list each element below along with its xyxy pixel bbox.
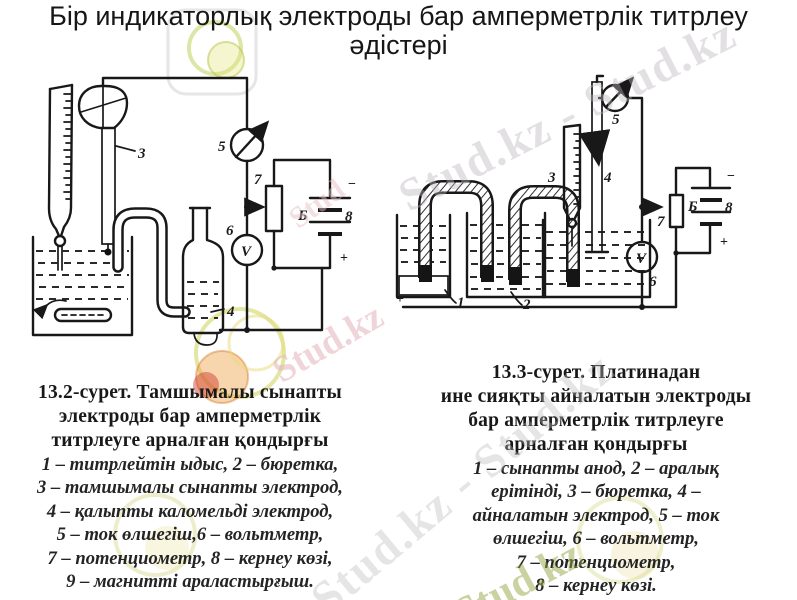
- plus-sign-battery: +: [720, 235, 728, 250]
- figure-13-2-caption-line: 13.2-сурет. Тамшымалы сынапты: [38, 382, 342, 403]
- label-4: 4: [603, 170, 612, 186]
- figure-13-2-legend-line: 1 – титрлейтін ыдыс, 2 – бюретка,: [41, 454, 339, 475]
- current-meter: 5: [218, 120, 270, 163]
- figure-13-2-caption-line: титрлеуге арналған қондырғы: [51, 430, 329, 451]
- plus-sign: +: [340, 251, 348, 266]
- figure-13-2-legend-line: 4 – қалыпты каломельді электрод,: [46, 500, 334, 522]
- dropping-mercury-electrode: 3: [77, 84, 146, 256]
- figure-13-2-legend-line: 3 – тамшымалы сынапты электрод,: [37, 477, 343, 499]
- rotating-electrode: 4: [578, 81, 612, 254]
- voltmeter: V 6: [226, 223, 264, 267]
- figure-13-3-legend-line: 1 – сынапты анод, 2 – аралық: [473, 458, 719, 479]
- page-title-line2: әдістері: [349, 30, 448, 60]
- battery-number: 8: [345, 209, 353, 225]
- label-4: 4: [226, 304, 235, 320]
- figure-13-3-legend-line: ерітінді, 3 – бюретка, 4 –: [491, 481, 701, 503]
- voltmeter-letter: V: [241, 244, 253, 260]
- burette: [47, 83, 74, 271]
- figure-13-2-caption-block: 13.2-сурет. Тамшымалы сынапты электроды …: [0, 381, 380, 593]
- label-3: 3: [547, 170, 556, 186]
- intermediate-vessel: [465, 211, 547, 299]
- figure-13-2-legend-line: 7 – потенциометр, 8 – кернеу көзі,: [47, 547, 333, 569]
- potentiometer: 7: [254, 172, 284, 233]
- label-3: 3: [137, 146, 146, 162]
- label-2: 2: [522, 297, 531, 313]
- minus-sign: −: [348, 177, 356, 192]
- figure-13-3-caption-line: бар амперметрлік титрлеуге: [468, 410, 724, 431]
- figure-13-2-legend-line: 9 – магнитті араластырғыш.: [66, 571, 314, 593]
- current-meter: 5: [600, 76, 635, 128]
- figure-13-2-caption-line: электроды бар амперметрлік: [58, 406, 322, 427]
- magnetic-stirrer: [32, 299, 113, 323]
- label-5: 5: [612, 112, 620, 128]
- figure-13-3-caption-line: ине сияқты айналатын электроды: [440, 386, 752, 407]
- figure-13-3-caption-line: арналған қондырғы: [504, 434, 688, 455]
- battery-number: 8: [725, 200, 733, 216]
- figure-13-2-legend-line: 5 – ток өлшегіш,6 – вольтметр,: [56, 524, 324, 546]
- minus-sign: −: [727, 169, 735, 184]
- voltmeter-letter: V: [636, 251, 648, 267]
- battery-letter: Б: [297, 208, 308, 224]
- battery: Б 8 − +: [687, 169, 735, 250]
- circuit-wiring: [101, 76, 332, 333]
- label-7: 7: [254, 172, 262, 188]
- plus-sign-anode: +: [396, 292, 404, 307]
- label-6: 6: [649, 274, 657, 290]
- burette: 3: [547, 123, 582, 247]
- battery-letter: Б: [687, 199, 698, 215]
- figure-13-3-caption-line: 13.3-сурет. Платинадан: [491, 362, 701, 383]
- figure-13-3-legend-line: айналатын электрод, 5 – ток: [472, 504, 720, 526]
- salt-bridge-2: [508, 185, 580, 287]
- potentiometer: 7: [657, 193, 685, 230]
- figure-13-3-legend-line: өлшегіш, 6 – вольтметр,: [493, 528, 699, 550]
- calomel-electrode-vessel: 4: [181, 206, 235, 346]
- label-5: 5: [218, 139, 226, 155]
- figure-13-3-legend-line: 7 – потенциометр,: [516, 551, 676, 573]
- battery: Б 8 − +: [297, 177, 356, 266]
- voltmeter: V 6: [625, 240, 659, 290]
- figure-13-3-caption-block: 13.3-сурет. Платинадан ине сияқты айнала…: [398, 361, 794, 597]
- label-6: 6: [226, 223, 234, 239]
- page-title-line1: Бір индикаторлық электроды бар амперметр…: [49, 1, 748, 31]
- titration-vessel: [31, 235, 134, 337]
- label-1: 1: [457, 295, 465, 311]
- figure-13-3-legend-line: 8 – кернеу көзі.: [535, 575, 657, 597]
- label-7: 7: [657, 214, 665, 230]
- salt-bridge: [112, 207, 191, 318]
- figure-13-3-apparatus-diagram: 3 4 + 1 2: [393, 60, 747, 355]
- page-title: Бір индикаторлық электроды бар амперметр…: [0, 2, 797, 60]
- figure-13-2-apparatus-diagram: 3 4: [8, 60, 360, 367]
- titration-vessel: [541, 218, 652, 299]
- salt-bridge-1: [418, 180, 494, 282]
